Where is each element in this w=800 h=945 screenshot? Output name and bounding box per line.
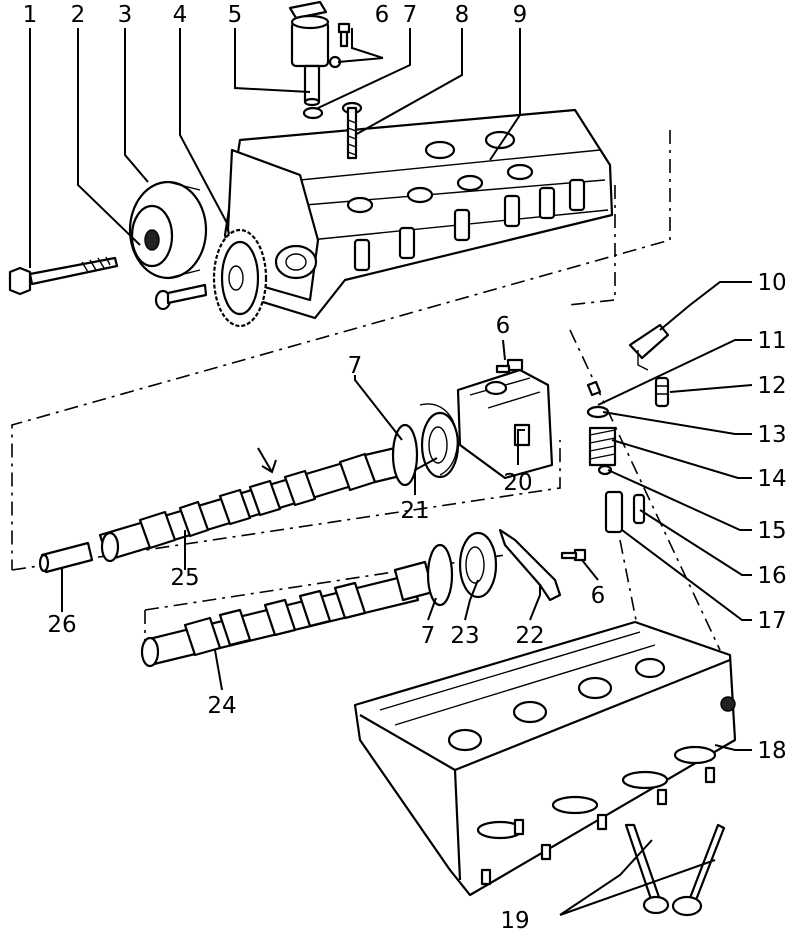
- callout-6-top: 6: [375, 2, 390, 28]
- gasket-lower: [426, 543, 454, 607]
- gasket-upper: [391, 423, 419, 487]
- callout-7-middle: 7: [348, 353, 363, 379]
- valve-guide: [604, 490, 624, 534]
- callout-8: 8: [455, 2, 470, 28]
- camshaft-lower: [140, 560, 435, 668]
- callout-25: 25: [170, 565, 199, 591]
- hydraulic-lifter: [654, 376, 670, 408]
- callout-21: 21: [400, 498, 429, 524]
- arrow-marker: [257, 447, 277, 474]
- retaining-bracket: [498, 528, 562, 602]
- housing-bosses: [346, 130, 586, 272]
- solenoid-o-ring: [302, 106, 324, 120]
- callout-2: 2: [71, 2, 86, 28]
- callout-13: 13: [757, 422, 786, 448]
- camshaft-seal-upper: [420, 411, 460, 479]
- callout-22: 22: [515, 623, 544, 649]
- callout-24: 24: [207, 693, 236, 719]
- callout-12: 12: [757, 373, 786, 399]
- central-bolt: [8, 256, 119, 296]
- callout-18: 18: [757, 738, 786, 764]
- bearing-cap: [456, 368, 554, 480]
- cylinder-head: [353, 620, 737, 897]
- callout-5: 5: [228, 2, 243, 28]
- callout-3: 3: [118, 2, 133, 28]
- callout-14: 14: [757, 466, 786, 492]
- bracket-bolt: [560, 548, 587, 562]
- callout-26: 26: [47, 612, 76, 638]
- callout-6-lower: 6: [591, 583, 606, 609]
- camshaft-upper: [98, 446, 402, 563]
- camshaft-adjuster: [128, 180, 208, 280]
- valve-spring: [588, 426, 617, 467]
- valves: [624, 823, 726, 917]
- cylinder-head-studs: [480, 766, 716, 886]
- callout-6-middle: 6: [496, 313, 511, 339]
- camshaft-plug: [38, 541, 94, 574]
- callout-20: 20: [503, 470, 532, 496]
- cylinder-head-ports: [447, 657, 717, 840]
- valve-stem-seal: [597, 464, 613, 476]
- callout-7-lower: 7: [421, 623, 436, 649]
- bearing-cap-bolt: [495, 358, 524, 374]
- solenoid-bolt: [328, 22, 351, 69]
- roller-rocker-arm: [628, 323, 670, 371]
- solenoid-valve: [288, 0, 330, 107]
- callout-4: 4: [173, 2, 188, 28]
- callout-labels: 1 2 3 4 5 6 7 8 9 10 11 12 13 14 15 16 1…: [23, 2, 787, 934]
- support-element: [632, 493, 646, 525]
- boundary-line-middle: [11, 185, 616, 571]
- callout-9: 9: [513, 2, 528, 28]
- callout-15: 15: [757, 518, 786, 544]
- callout-10: 10: [757, 270, 786, 296]
- camshaft-housing: [223, 108, 614, 320]
- callout-16: 16: [757, 563, 786, 589]
- callout-23: 23: [450, 623, 479, 649]
- gasket-ring-upper: [419, 403, 459, 476]
- housing-bolt: [341, 101, 363, 160]
- callout-7-top: 7: [403, 2, 418, 28]
- callout-17: 17: [757, 608, 786, 634]
- valve-keepers: [586, 380, 602, 397]
- camshaft-seal-lower: [458, 531, 498, 599]
- callout-11: 11: [757, 328, 786, 354]
- callout-1: 1: [23, 2, 38, 28]
- sprocket: [212, 228, 268, 328]
- callout-19: 19: [500, 908, 529, 934]
- sprocket-bolt: [154, 283, 208, 311]
- leader-lines: [29, 28, 753, 916]
